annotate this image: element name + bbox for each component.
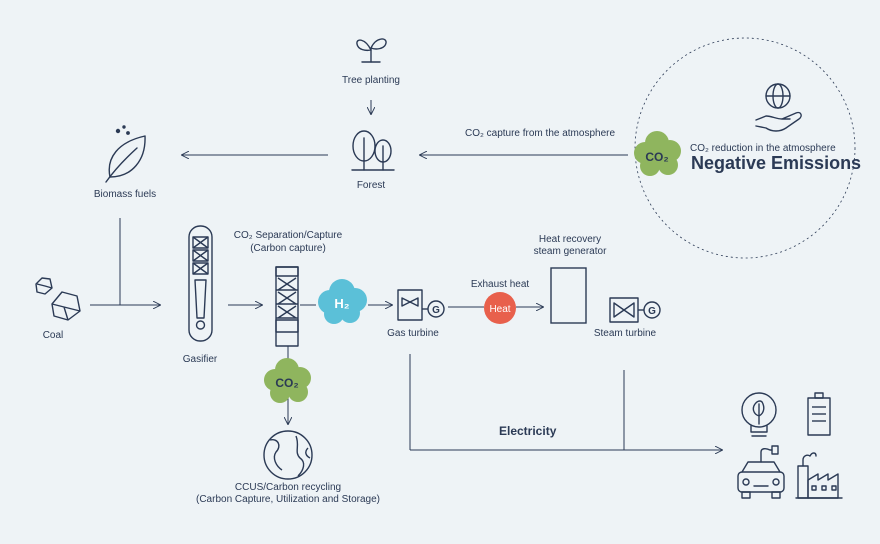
steam-turbine-label: Steam turbine <box>593 328 657 339</box>
battery-icon <box>807 392 831 436</box>
capture-column-icon <box>275 266 299 347</box>
ccus-label-line1: CCUS/Carbon recycling <box>234 482 342 493</box>
co2-badge-top: CO₂ <box>645 150 668 164</box>
co2-badge-bottom: CO₂ <box>275 376 298 390</box>
co2-capture-label: CO₂ capture from the atmosphere <box>464 128 616 139</box>
gasifier-label: Gasifier <box>182 354 218 365</box>
earth-globe-icon <box>263 430 313 480</box>
lightbulb-icon <box>741 392 777 437</box>
gas-turbine-label: Gas turbine <box>387 328 439 339</box>
negative-emissions-circle <box>634 37 856 259</box>
leaf-icon <box>105 125 146 183</box>
co2-cloud-bottom-icon <box>264 358 311 403</box>
hrsg-label-line1: Heat recovery <box>538 234 602 245</box>
forest-label: Forest <box>356 180 386 191</box>
co2-separation-line1: CO₂ Separation/Capture <box>233 230 343 241</box>
ccus-label-line2: (Carbon Capture, Utilization and Storage… <box>196 494 380 505</box>
gas-turbine-icon <box>397 289 445 321</box>
h2-badge: H₂ <box>334 296 349 311</box>
biomass-fuels-label: Biomass fuels <box>93 189 157 200</box>
hrsg-box <box>550 267 587 324</box>
generator-steam-label: G <box>648 306 656 317</box>
electric-car-icon <box>737 445 785 499</box>
gasifier-icon <box>188 225 213 342</box>
tree-planting-label: Tree planting <box>342 75 400 86</box>
heat-circle <box>484 292 516 324</box>
coal-icon <box>35 277 81 321</box>
heat-badge: Heat <box>489 304 510 315</box>
globe-in-hand-icon <box>755 83 802 132</box>
h2-cloud-icon <box>318 279 367 324</box>
factory-icon <box>795 452 843 499</box>
sprout-icon <box>356 38 387 63</box>
exhaust-heat-label: Exhaust heat <box>470 279 530 290</box>
hrsg-label-line2: steam generator <box>533 246 607 257</box>
co2-separation-line2: (Carbon capture) <box>250 243 326 254</box>
forest-icon <box>351 130 395 171</box>
negative-emissions-title: Negative Emissions <box>691 153 862 173</box>
steam-turbine-icon <box>609 297 661 323</box>
generator-gas-label: G <box>432 305 440 316</box>
co2-cloud-top-icon <box>634 131 681 176</box>
electricity-label: Electricity <box>499 424 557 438</box>
co2-reduction-label: CO₂ reduction in the atmosphere <box>690 143 836 154</box>
coal-label: Coal <box>42 330 64 341</box>
